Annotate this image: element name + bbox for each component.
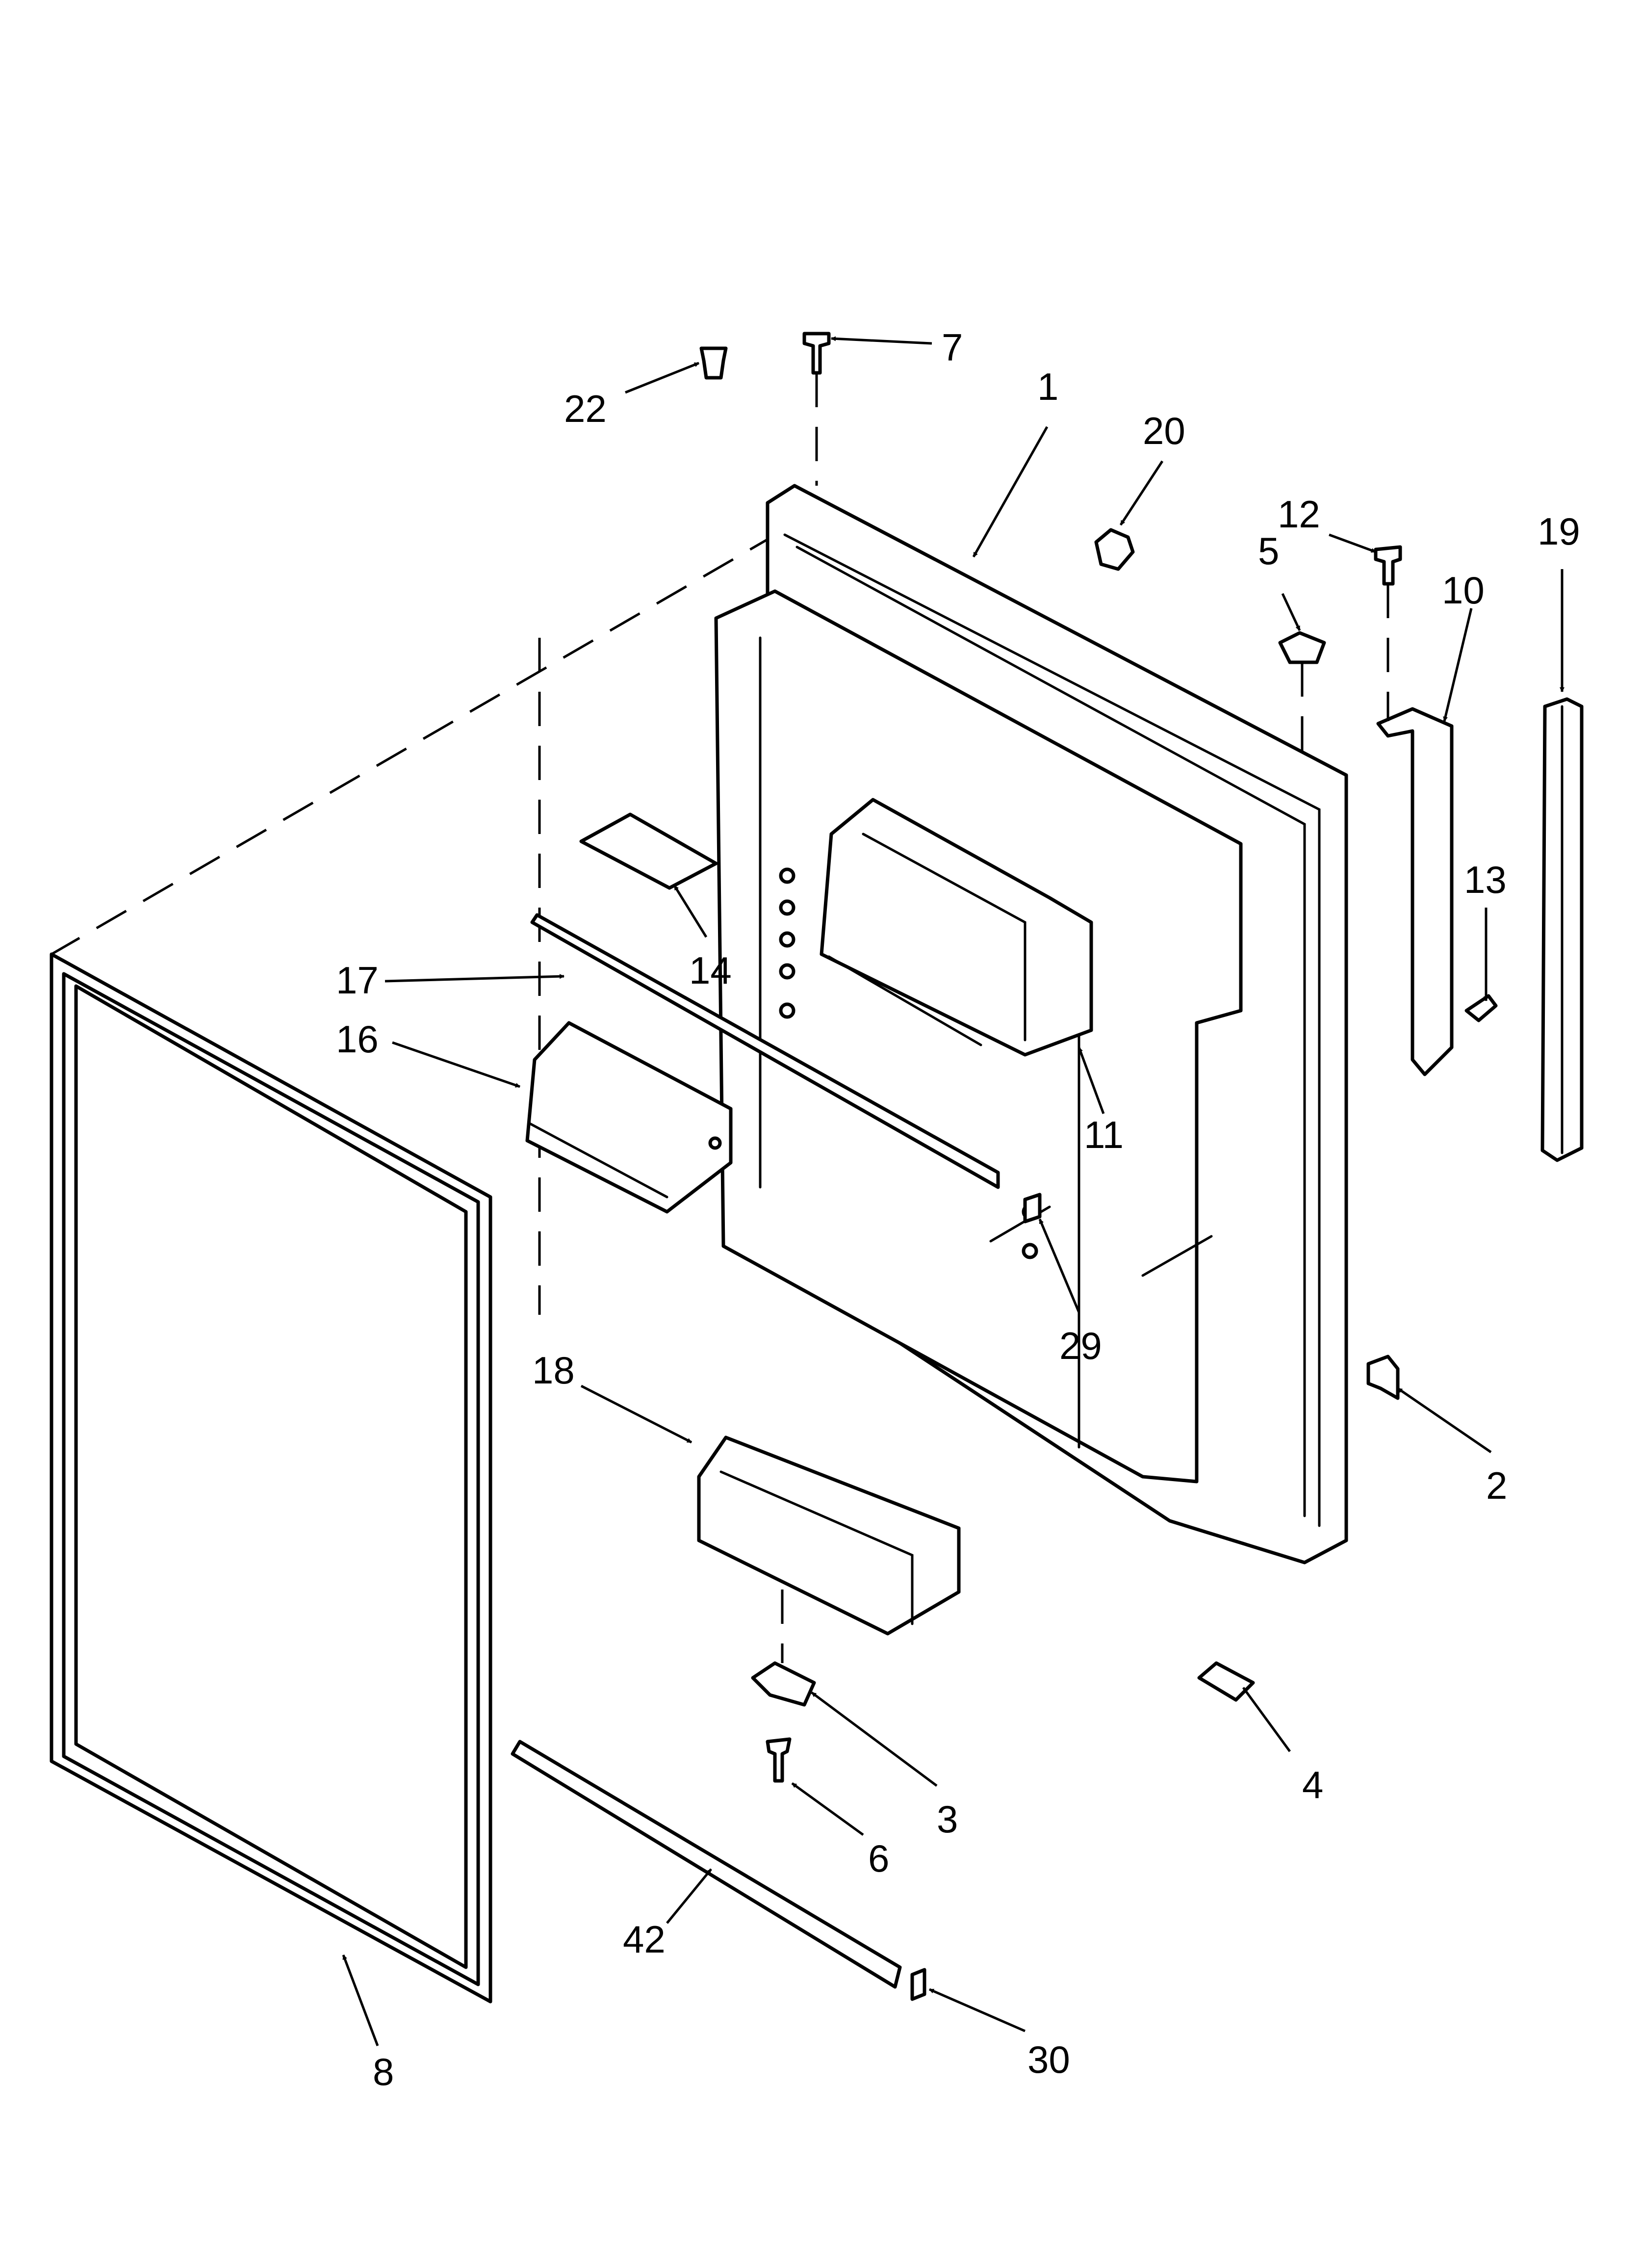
callout-4: 4 [1302, 1763, 1323, 1806]
leader-lines [342, 336, 1565, 2046]
plug-22 [699, 346, 728, 380]
callout-20: 20 [1143, 409, 1185, 452]
hinge-bracket [1376, 707, 1454, 1076]
callout-labels: 1 2 3 4 5 6 7 8 10 11 12 13 14 16 17 18 … [336, 326, 1580, 2093]
bracket-4 [1197, 1661, 1255, 1702]
callout-42: 42 [623, 1918, 666, 1961]
callout-10: 10 [1442, 569, 1485, 612]
callout-7: 7 [942, 326, 963, 369]
callout-2: 2 [1486, 1464, 1507, 1507]
screw-12 [1374, 545, 1402, 586]
door-gasket [50, 952, 492, 2004]
bottom-trim [511, 1740, 902, 1989]
callout-30: 30 [1027, 2038, 1070, 2081]
screw-13 [1464, 994, 1498, 1022]
dairy-compartment [525, 1021, 733, 1214]
hinge-plate-2 [1366, 1355, 1400, 1400]
shelf-bar [530, 913, 1000, 1189]
callout-6: 6 [868, 1837, 889, 1880]
upper-door-bin [820, 798, 1093, 1057]
plug-5 [1278, 631, 1326, 664]
callout-1: 1 [1037, 365, 1058, 408]
clip-29 [1023, 1193, 1042, 1224]
callout-3: 3 [937, 1798, 958, 1841]
hinge-plate-3 [751, 1661, 816, 1707]
callout-8: 8 [373, 2050, 394, 2093]
clip-30 [910, 1968, 926, 2001]
callout-14: 14 [689, 949, 732, 992]
callout-29: 29 [1059, 1324, 1102, 1367]
callout-11: 11 [1084, 1113, 1124, 1156]
callout-13: 13 [1464, 858, 1507, 901]
callout-17: 17 [336, 959, 379, 1002]
screw-6 [766, 1737, 792, 1783]
door-handle [1540, 697, 1584, 1162]
callout-5: 5 [1258, 529, 1279, 573]
bin-cover [579, 812, 718, 890]
callout-19: 19 [1538, 510, 1580, 553]
callout-22: 22 [564, 387, 607, 430]
plug-20 [1094, 528, 1135, 571]
callout-18: 18 [532, 1349, 575, 1392]
lower-door-bin [697, 1435, 961, 1636]
callout-12: 12 [1278, 493, 1320, 536]
screw-7 [802, 332, 831, 375]
callout-16: 16 [336, 1017, 379, 1061]
